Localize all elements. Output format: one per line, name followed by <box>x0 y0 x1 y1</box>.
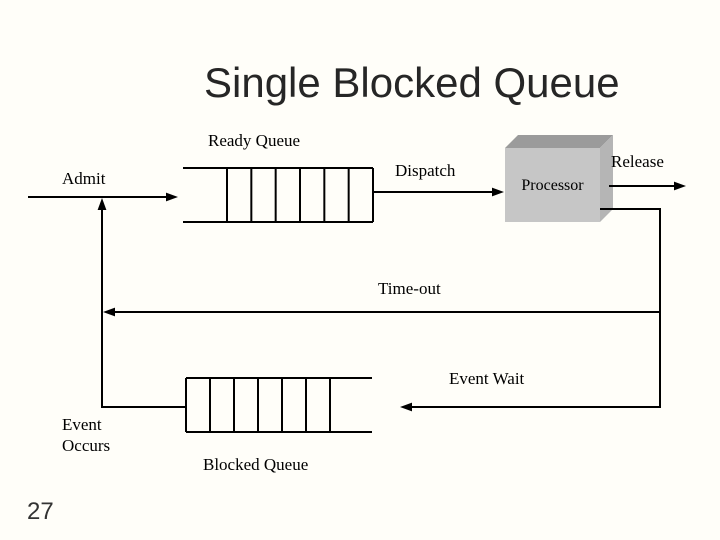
event-wait-arrow <box>400 208 661 412</box>
event-occurs-line2: Occurs <box>62 436 111 455</box>
processor-side-face <box>600 135 613 222</box>
admit-arrow <box>28 192 178 202</box>
release-arrow <box>609 181 686 191</box>
blocked-queue-shape <box>185 377 372 433</box>
processor-box <box>505 135 613 222</box>
ready-queue-label: Ready Queue <box>208 131 301 150</box>
event-occurs-label: Event Occurs <box>62 414 132 456</box>
processor-top-face <box>505 135 613 148</box>
release-label: Release <box>611 152 664 171</box>
processor-front-face <box>505 148 600 222</box>
admit-label: Admit <box>62 169 106 188</box>
timeout-label: Time-out <box>378 279 441 298</box>
event-wait-label: Event Wait <box>449 369 525 388</box>
slide-title: Single Blocked Queue <box>204 59 620 106</box>
blocked-queue-label: Blocked Queue <box>203 455 309 474</box>
event-occurs-path <box>97 198 186 408</box>
blocked-queue-cells <box>185 378 331 432</box>
processor-label: Processor <box>521 177 584 194</box>
ready-queue-shape <box>183 167 374 223</box>
dispatch-label: Dispatch <box>395 161 456 180</box>
timeout-arrow <box>103 307 660 317</box>
dispatch-arrow <box>373 187 504 197</box>
event-occurs-line1: Event <box>62 415 102 434</box>
ready-queue-cells <box>226 168 374 222</box>
page-number: 27 <box>27 498 54 525</box>
